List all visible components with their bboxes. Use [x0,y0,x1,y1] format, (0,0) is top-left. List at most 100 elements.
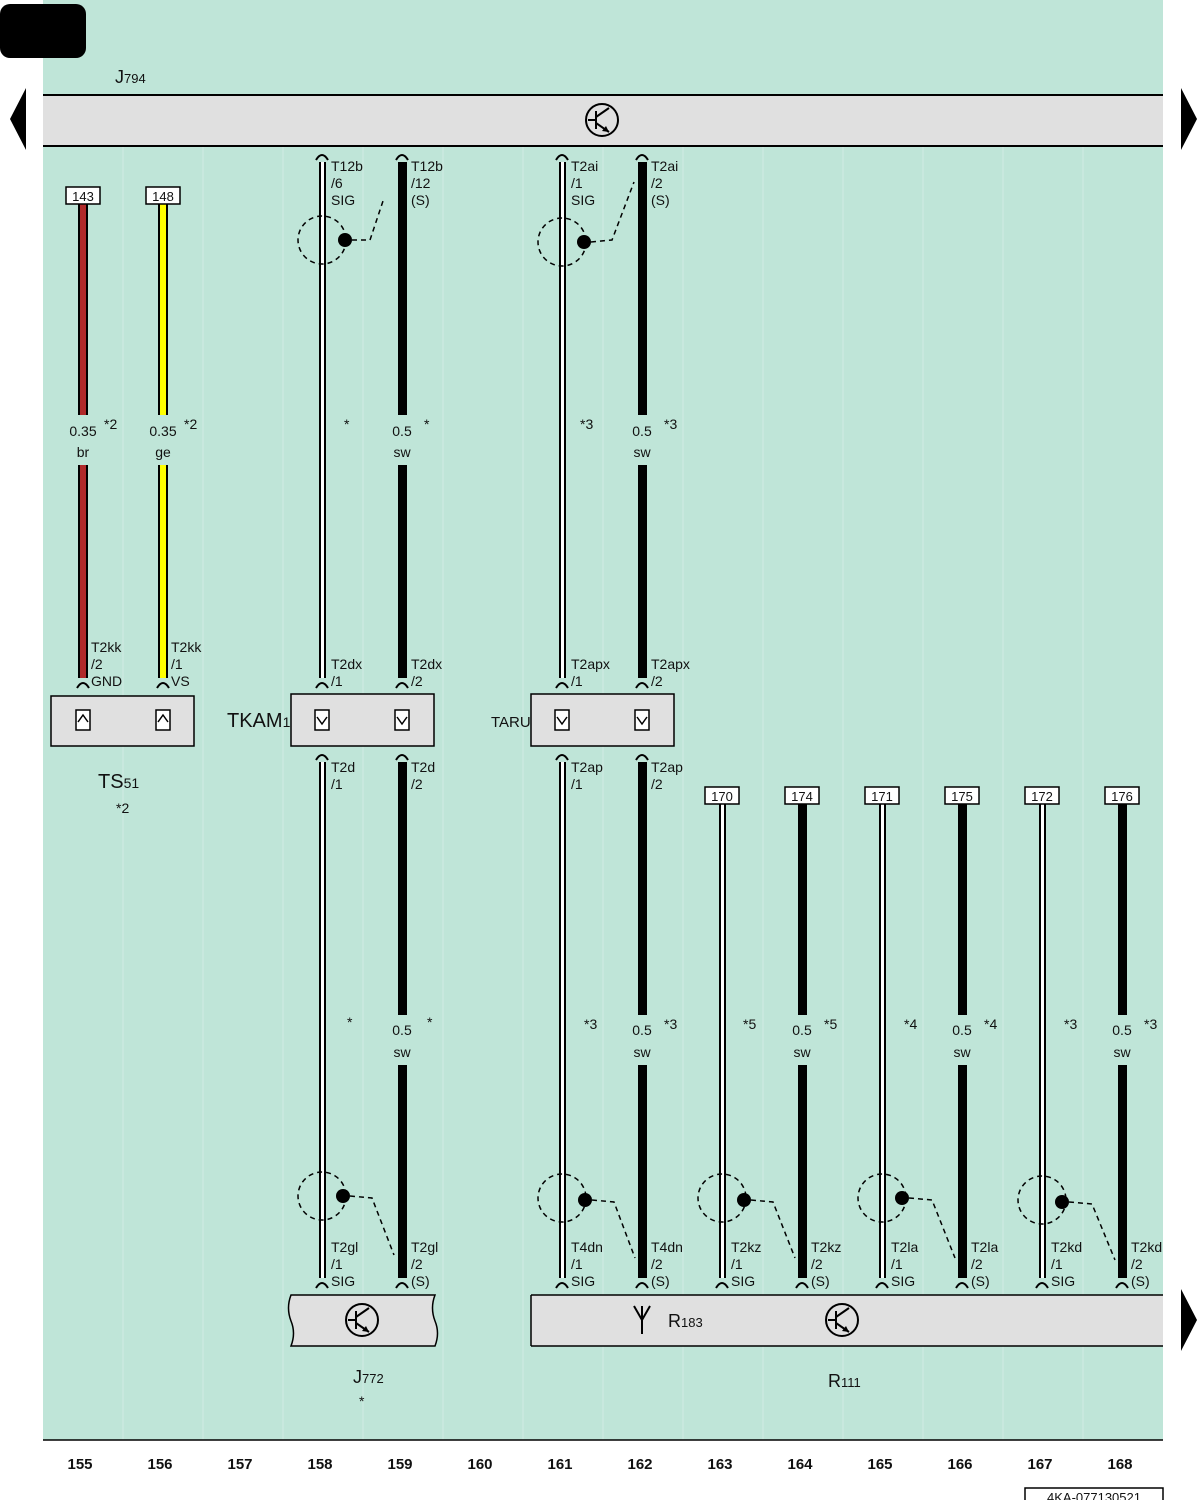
j794-bus [43,95,1163,146]
pin-label-t2gl-2: T2gl/2(S) [411,1239,438,1289]
column-number: 158 [307,1456,332,1473]
column-number: 156 [147,1456,172,1473]
ts51-label: TS51 [98,771,139,793]
wire-color: sw [633,1044,651,1060]
next-page-arrow-icon[interactable] [1181,88,1197,150]
wire-165 [879,804,886,1278]
pin-label-t2apx-1: T2apx/1 [571,656,610,689]
column-number: 165 [867,1456,892,1473]
svg-text:175: 175 [951,789,973,804]
wire-color: sw [633,444,651,460]
j772-component[interactable] [287,1294,439,1347]
wire-156 [158,204,168,678]
wire-note: * [347,1014,353,1030]
wire-158 [319,162,326,1278]
svg-text:174: 174 [791,789,813,804]
socket-contact-icon [554,709,570,731]
svg-text:171: 171 [871,789,893,804]
column-number: 159 [387,1456,412,1473]
plug-contact-icon [155,709,171,731]
ts51-component[interactable] [50,695,195,747]
wire-size: 0.5 [792,1022,812,1038]
wire-166 [958,804,967,1278]
pin-label-t2ap-1: T2ap/1 [571,759,603,792]
wire-note: *2 [184,416,197,432]
shield-icon [297,197,385,265]
wire-163 [719,804,726,1278]
column-number: 163 [707,1456,732,1473]
pin-label-t2d-2: T2d/2 [411,759,435,792]
connector-symbols [76,154,1129,1289]
shield-icon [697,1173,796,1259]
tkam1-label: TKAM1 [227,710,291,732]
wire-159 [398,162,407,1278]
wire-color: sw [393,1044,411,1060]
shield-icon [1017,1175,1116,1261]
transistor-icon [825,1303,859,1337]
document-code: 4KA-077130521 [1024,1487,1164,1500]
wire-color: sw [793,1044,811,1060]
pin-label-t2d-1: T2d/1 [331,759,355,792]
wire-size: 0.5 [632,1022,652,1038]
wire-color: sw [953,1044,971,1060]
wire-size: 0.35 [149,423,176,439]
ref-box-174[interactable]: 174 [784,786,820,805]
wire-size: 0.5 [392,1022,412,1038]
shield-icon [857,1173,956,1259]
ref-box-175[interactable]: 175 [944,786,980,805]
wire-note: *3 [580,416,593,432]
taru-label: TARU [491,714,531,731]
wire-note: *3 [584,1016,597,1032]
prev-page-arrow-icon[interactable] [10,88,26,150]
pin-label-t2kz-2: T2kz/2(S) [811,1239,841,1289]
ref-box-171[interactable]: 171 [864,786,900,805]
ref-box-176[interactable]: 176 [1104,786,1140,805]
wire-size: 0.5 [392,423,412,439]
page-tab [0,4,86,58]
taru-connector[interactable] [530,693,675,747]
wire-size: 0.5 [952,1022,972,1038]
wire-168 [1118,804,1127,1278]
next-page-arrow-icon[interactable] [1181,1289,1197,1351]
r111-component[interactable] [530,1294,1163,1347]
wire-color: sw [393,444,411,460]
wire-size: 0.5 [632,423,652,439]
socket-contact-icon [634,709,650,731]
svg-text:170: 170 [711,789,733,804]
ref-box-143[interactable]: 143 [65,186,101,205]
wire-note: * [424,416,430,432]
shield-icon [297,1171,395,1256]
column-number-row: 155 156 157 158 159 160 161 162 163 164 … [67,1456,1132,1473]
svg-text:4KA-077130521: 4KA-077130521 [1047,1490,1141,1500]
pin-label-t2la-2: T2la/2(S) [971,1239,998,1289]
tkam1-connector[interactable] [290,693,435,747]
antenna-icon [633,1305,651,1334]
wire-note: *4 [984,1016,997,1032]
ref-box-172[interactable]: 172 [1024,786,1060,805]
svg-text:148: 148 [152,189,174,204]
ref-box-148[interactable]: 148 [145,186,181,205]
pin-label-t2dx-2: T2dx/2 [411,656,442,689]
column-number: 167 [1027,1456,1052,1473]
ref-box-170[interactable]: 170 [704,786,740,805]
wire-note: *4 [904,1016,917,1032]
wire-note: *5 [743,1016,756,1032]
column-guides [122,146,1084,1440]
shield-icon [537,181,635,267]
pin-label-t12b-12: T12b/12(S) [411,158,443,208]
transistor-icon [585,103,619,137]
plug-contact-icon [75,709,91,731]
wire-note: * [344,416,350,432]
column-number: 157 [227,1456,252,1473]
column-number: 166 [947,1456,972,1473]
column-number: 160 [467,1456,492,1473]
column-number: 168 [1107,1456,1132,1473]
